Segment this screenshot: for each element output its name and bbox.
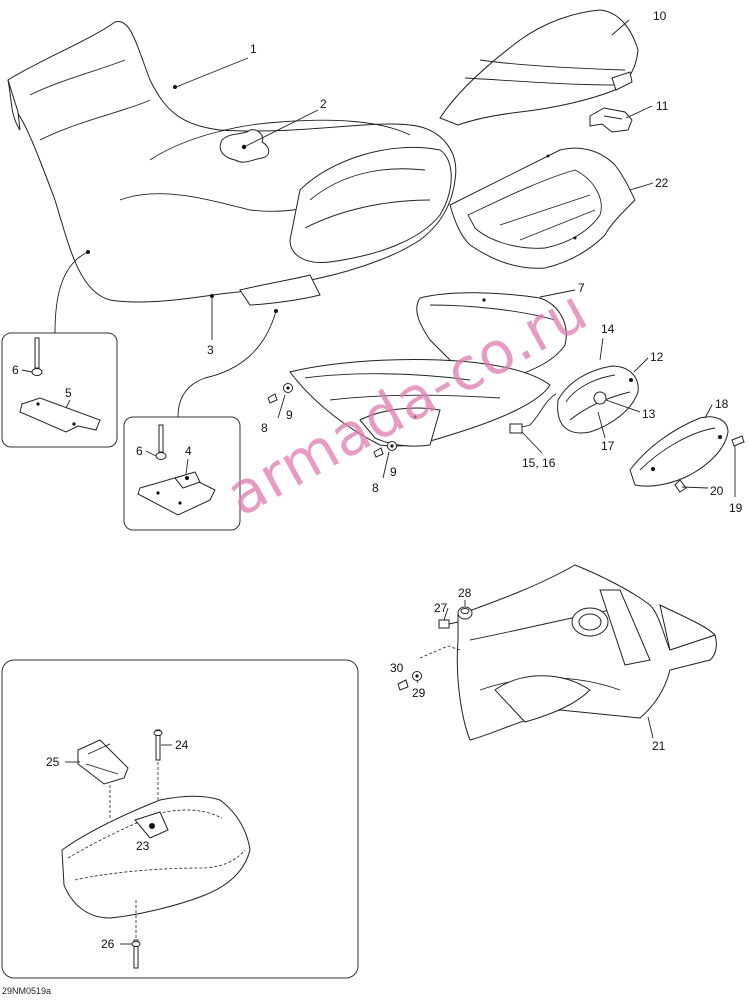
callout-10: 10 [653, 9, 667, 23]
callout-22: 22 [655, 176, 669, 190]
callout-20: 20 [710, 484, 724, 498]
callout-8a: 8 [261, 421, 268, 435]
callout-5: 5 [65, 386, 72, 400]
callout-26: 26 [101, 937, 115, 951]
front-cover-21 [419, 564, 717, 741]
clip-11 [589, 107, 633, 133]
nut-28 [457, 606, 473, 620]
callout-12: 12 [650, 350, 664, 364]
leader-lines [21, 19, 736, 945]
lens-18 [629, 416, 745, 493]
storage-tray-22 [449, 147, 636, 269]
callout-13: 13 [642, 407, 656, 421]
callout-11: 11 [656, 99, 669, 113]
callout-labels: 1 2 3 4 5 6 6 7 8 8 9 9 10 11 12 13 14 1… [12, 9, 743, 951]
callout-1: 1 [250, 42, 257, 56]
drawing-code: 29NM0519a [2, 986, 52, 996]
callout-9b: 9 [390, 465, 397, 479]
inset-bracket-4 [123, 416, 241, 531]
inset-bracket-5 [1, 332, 118, 448]
cover-10 [439, 9, 639, 126]
callout-6b: 6 [136, 444, 143, 458]
washer-29 [412, 671, 422, 681]
screw-washer-upper [267, 383, 293, 404]
callout-27: 27 [434, 601, 448, 615]
callout-3: 3 [207, 343, 214, 357]
callout-23: 23 [136, 839, 150, 853]
seat [7, 21, 457, 313]
callout-17: 17 [601, 439, 615, 453]
screw-washer-lower [373, 441, 397, 458]
callout-4: 4 [185, 444, 192, 458]
tail-panel-7 [289, 292, 567, 447]
callout-29: 29 [412, 686, 426, 700]
callout-7: 7 [578, 281, 585, 295]
callout-6a: 6 [12, 363, 19, 377]
screw-27 [438, 619, 459, 629]
callout-24: 24 [175, 738, 189, 752]
callout-21: 21 [652, 739, 666, 753]
callout-14: 14 [601, 322, 615, 336]
inset-lower-tray [1, 659, 359, 979]
callout-19: 19 [729, 501, 743, 515]
taillight-assembly [509, 365, 639, 434]
callout-15-16: 15, 16 [522, 456, 556, 470]
callout-2: 2 [320, 97, 327, 111]
callout-28: 28 [458, 586, 472, 600]
screw-30 [397, 679, 409, 691]
callout-9a: 9 [286, 408, 293, 422]
callout-25: 25 [46, 755, 60, 769]
callout-30: 30 [390, 661, 404, 675]
callout-18: 18 [715, 397, 729, 411]
callout-8b: 8 [372, 481, 379, 495]
